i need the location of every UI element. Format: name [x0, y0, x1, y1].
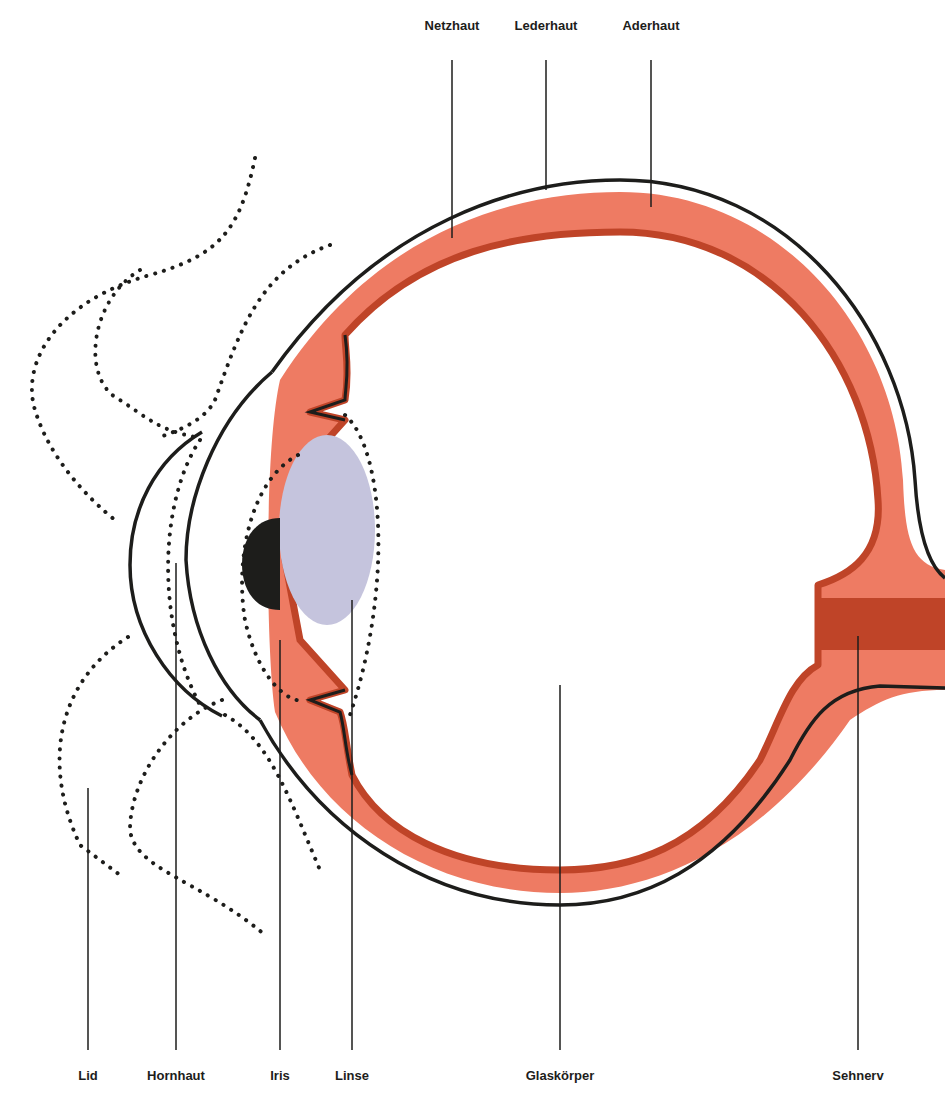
part-label: Sehnerv	[832, 1068, 883, 1084]
sclera-outline	[260, 686, 945, 905]
optic-nerve	[812, 572, 945, 680]
eye-front-outline	[186, 372, 272, 720]
dotted-outlines	[32, 158, 378, 935]
vitreous-body	[285, 232, 878, 870]
ciliary-edge	[310, 690, 352, 775]
leader-lines	[88, 60, 858, 1050]
part-label: Lederhaut	[515, 18, 578, 34]
lens	[279, 435, 375, 625]
optic-nerve-core	[812, 598, 945, 650]
part-label: Aderhaut	[622, 18, 679, 34]
ciliary-edge	[310, 335, 347, 420]
part-label: Linse	[335, 1068, 369, 1084]
part-label: Lid	[78, 1068, 98, 1084]
part-label: Iris	[270, 1068, 290, 1084]
part-label: Netzhaut	[425, 18, 480, 34]
part-label: Hornhaut	[147, 1068, 205, 1084]
sclera-outline	[272, 180, 945, 578]
part-label: Glaskörper	[526, 1068, 595, 1084]
pupil	[242, 518, 280, 610]
choroid-layer	[268, 192, 945, 893]
